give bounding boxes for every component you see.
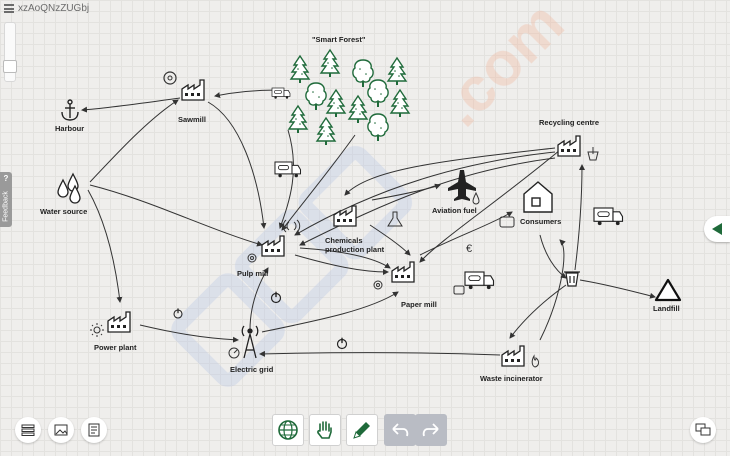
gauge-icon bbox=[228, 347, 240, 359]
plane-icon bbox=[448, 170, 476, 201]
zoom-slider-handle[interactable] bbox=[3, 60, 17, 73]
layers-icon bbox=[21, 424, 35, 436]
landfill-icon bbox=[654, 278, 682, 302]
flow-arrows bbox=[81, 89, 656, 357]
harbour-label: Harbour bbox=[55, 124, 84, 133]
recycling-centre-label: Recycling centre bbox=[539, 118, 599, 127]
chat-button[interactable] bbox=[690, 417, 716, 443]
pulp-mill-label: Pulp mill bbox=[237, 269, 268, 278]
pulp-mill-node[interactable]: Pulp mill bbox=[237, 235, 285, 278]
power-plant-label: Power plant bbox=[94, 343, 137, 352]
power-icon bbox=[173, 307, 183, 319]
anchor-icon bbox=[61, 99, 79, 121]
electric-grid-node[interactable]: Electric grid bbox=[228, 325, 274, 374]
image-button[interactable] bbox=[48, 417, 74, 443]
forest-truck-icon bbox=[271, 87, 291, 100]
chemicals-plant-node[interactable]: Chemicals production plant bbox=[325, 205, 403, 254]
help-icon: ? bbox=[3, 174, 9, 183]
house-icon bbox=[523, 181, 553, 213]
feedback-tab[interactable]: ? Feedback bbox=[0, 172, 12, 227]
undo-icon bbox=[392, 423, 409, 437]
water-source-label: Water source bbox=[40, 207, 87, 216]
recycling-centre-node[interactable]: Recycling centre bbox=[539, 118, 599, 161]
gear-icon bbox=[163, 71, 177, 85]
paper-mill-node[interactable]: Paper mill bbox=[373, 261, 437, 309]
smart-forest-node[interactable]: "Smart Forest" bbox=[288, 35, 410, 146]
smart-forest-label: "Smart Forest" bbox=[312, 35, 366, 44]
drop-icon bbox=[472, 191, 480, 205]
power-plant-node[interactable]: Power plant bbox=[90, 311, 137, 352]
gear-icon bbox=[373, 280, 383, 290]
power-icon bbox=[336, 337, 348, 350]
sawmill-label: Sawmill bbox=[178, 115, 206, 124]
waste-incinerator-label: Waste incinerator bbox=[480, 374, 543, 383]
redo-button[interactable] bbox=[415, 414, 447, 446]
consumers-node[interactable]: Consumers bbox=[499, 181, 561, 228]
landfill-node[interactable]: Landfill bbox=[653, 278, 682, 313]
pencil-tool-button[interactable] bbox=[346, 414, 378, 446]
waste-incinerator-node[interactable]: Waste incinerator bbox=[480, 345, 543, 383]
side-panel-toggle[interactable] bbox=[704, 216, 730, 242]
menu-icon[interactable] bbox=[4, 4, 14, 13]
sun-icon bbox=[90, 323, 104, 337]
chemicals-label-line2: production plant bbox=[325, 245, 385, 254]
recycling-truck-icon bbox=[593, 207, 624, 226]
chemicals-label-line1: Chemicals bbox=[325, 236, 363, 245]
hand-icon bbox=[317, 421, 332, 439]
undo-button[interactable] bbox=[384, 414, 416, 446]
recycle-bin-icon bbox=[587, 147, 599, 161]
document-icon bbox=[88, 423, 100, 437]
top-bar: xzAoQNzZUGbj bbox=[0, 0, 730, 18]
globe-icon bbox=[278, 420, 298, 440]
flame-icon bbox=[531, 354, 539, 368]
notes-button[interactable] bbox=[81, 417, 107, 443]
globe-tool-button[interactable] bbox=[272, 414, 304, 446]
sawmill-node[interactable]: Sawmill bbox=[163, 71, 206, 124]
gear-icon bbox=[247, 253, 257, 263]
landfill-label: Landfill bbox=[653, 304, 680, 313]
trash-bin-icon bbox=[564, 271, 580, 287]
chat-icon bbox=[695, 423, 711, 436]
wallet-icon bbox=[499, 216, 515, 228]
arrow-left-icon bbox=[712, 223, 722, 235]
consumer-truck-icon bbox=[464, 271, 495, 290]
pencil-icon bbox=[353, 422, 370, 439]
aviation-fuel-node[interactable]: Aviation fuel bbox=[432, 170, 480, 215]
electric-grid-label: Electric grid bbox=[230, 365, 274, 374]
harbour-node[interactable]: Harbour bbox=[55, 99, 84, 133]
transmission-tower-icon bbox=[241, 325, 259, 359]
signal-icon bbox=[282, 219, 301, 233]
paper-mill-label: Paper mill bbox=[401, 300, 437, 309]
hand-tool-button[interactable] bbox=[309, 414, 341, 446]
watermark: .com bbox=[171, 0, 577, 387]
flask-icon bbox=[387, 211, 403, 227]
layers-button[interactable] bbox=[15, 417, 41, 443]
water-drops-icon bbox=[57, 172, 81, 204]
euro-icon: € bbox=[466, 243, 472, 255]
consumers-label: Consumers bbox=[520, 217, 561, 226]
image-icon bbox=[54, 424, 68, 436]
aviation-fuel-label: Aviation fuel bbox=[432, 206, 477, 215]
wallet-icon bbox=[453, 285, 465, 295]
document-title: xzAoQNzZUGbj bbox=[18, 3, 90, 14]
pulp-truck-icon bbox=[274, 161, 302, 178]
redo-icon bbox=[422, 423, 439, 437]
water-source-node[interactable]: Water source bbox=[40, 172, 87, 216]
